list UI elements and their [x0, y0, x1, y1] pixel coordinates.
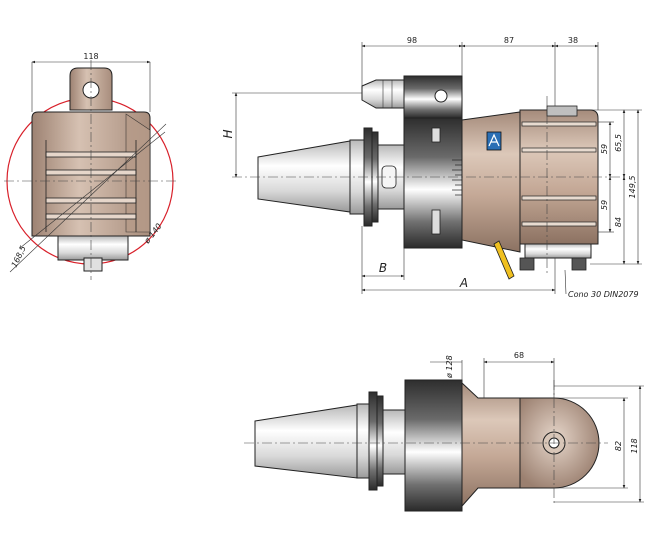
top-dim-118: 118 — [630, 438, 639, 453]
side-dim-b: B — [379, 261, 387, 275]
front-diagonal-line — [9, 123, 167, 273]
top-transition-body — [461, 381, 521, 508]
front-diameter-line — [19, 131, 166, 249]
front-key-tab — [83, 257, 103, 272]
front-circle-diameter-label: 168,5 — [10, 244, 28, 269]
side-dim-h: H — [221, 129, 235, 138]
side-clamp-block — [403, 75, 463, 119]
side-head-top — [546, 105, 578, 117]
top-dim-82: 82 — [614, 441, 623, 451]
front-view: 118 168,5 ø 140 — [4, 52, 178, 280]
side-dim-98: 98 — [407, 36, 417, 45]
front-bottom-key — [57, 235, 129, 261]
side-dim-84: 84 — [614, 217, 623, 227]
side-collar-slot-top — [431, 127, 441, 143]
side-dim-38: 38 — [568, 36, 578, 45]
side-dim-87: 87 — [504, 36, 514, 45]
top-collar — [404, 379, 463, 512]
side-cone-label: Cono 30 DIN2079 — [568, 290, 639, 299]
top-taper-cone — [254, 404, 358, 479]
side-scale-marks — [452, 159, 462, 196]
top-flange-ring-3 — [376, 395, 384, 487]
side-view: 98 87 38 H B A 59 59 65,5 84 149,5 Cono … — [221, 36, 642, 299]
side-taper-cone — [257, 140, 351, 213]
side-collar-slot-bottom — [431, 209, 441, 235]
side-cone-leader — [564, 269, 567, 295]
side-logo-badge — [486, 131, 502, 151]
side-head-grooves — [521, 121, 597, 227]
side-dim-59-lower: 59 — [600, 200, 609, 210]
side-dim-65-5: 65,5 — [614, 134, 623, 152]
side-dim-a: A — [459, 276, 468, 290]
side-clamp-screw — [434, 89, 448, 103]
top-view: ø 128 68 82 118 — [244, 351, 644, 512]
top-dim-68: 68 — [514, 351, 524, 360]
front-width-label: 118 — [83, 52, 98, 61]
side-head-foot-right — [571, 257, 587, 271]
top-dim-128: ø 128 — [445, 355, 454, 379]
side-dim-149-5: 149,5 — [628, 176, 637, 199]
top-flange-ring-1 — [356, 403, 370, 479]
top-neck — [382, 409, 406, 475]
side-head-key — [524, 243, 592, 259]
top-flange-ring-2 — [368, 391, 378, 491]
side-transition-body — [461, 111, 521, 253]
side-dim-59-upper: 59 — [600, 144, 609, 154]
side-logo-mark — [488, 133, 500, 147]
side-yellow-pin — [493, 240, 515, 280]
side-head-foot-left — [519, 257, 535, 271]
